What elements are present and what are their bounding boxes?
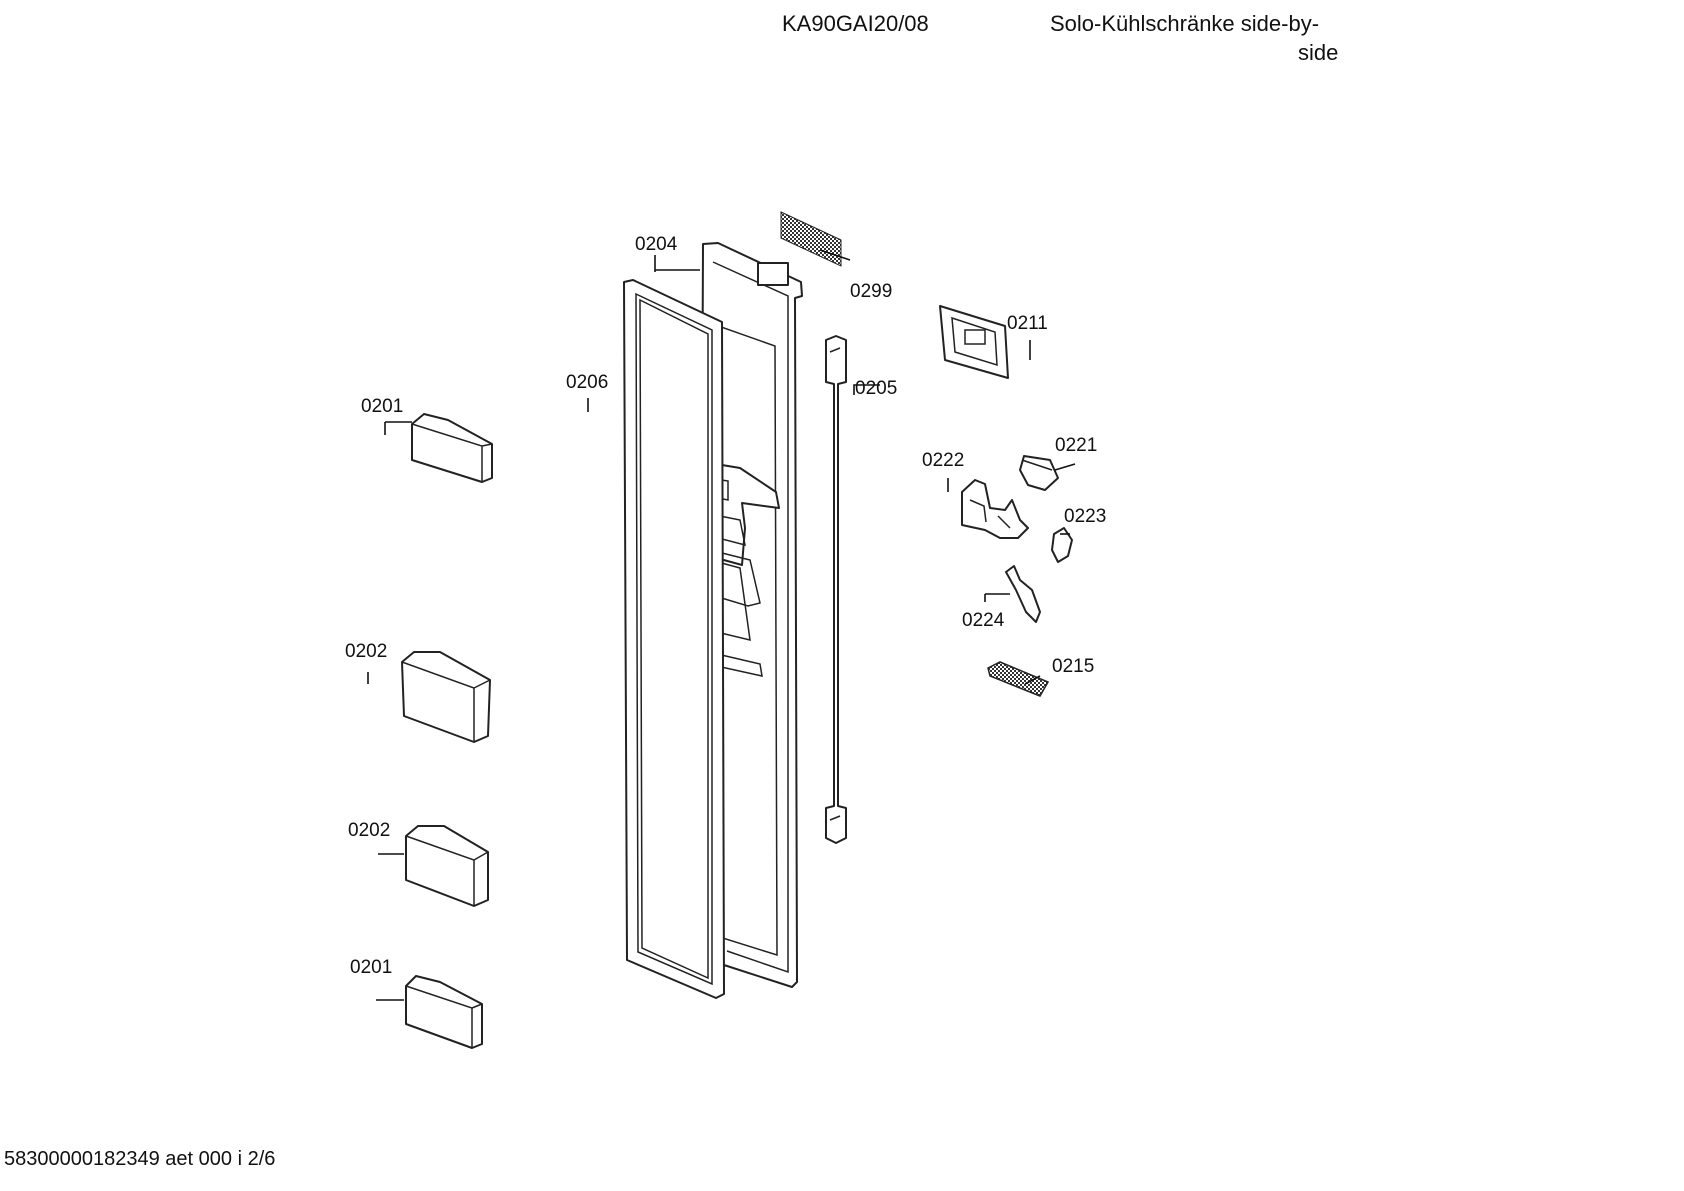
label-0206: 0206: [566, 372, 608, 393]
door-handle: [825, 335, 847, 844]
label-0299: 0299: [850, 281, 892, 302]
label-0201-top: 0201: [361, 396, 403, 417]
door-bin-0202-lower: [405, 825, 489, 907]
label-0205: 0205: [855, 378, 897, 399]
door-bin-0201-bottom: [405, 975, 483, 1049]
appliance-title-continued: side: [1298, 40, 1339, 65]
document-id: 58300000182349 aet 000 i 2/6: [4, 1148, 276, 1170]
label-0202-lower: 0202: [348, 820, 390, 841]
label-0223: 0223: [1064, 506, 1106, 527]
actuator-part: [1051, 527, 1073, 563]
label-0222: 0222: [922, 450, 964, 471]
dispenser-lever: [1005, 565, 1041, 623]
model-number: KA90GAI20/08: [782, 11, 929, 36]
label-0211: 0211: [1007, 313, 1048, 334]
label-0215: 0215: [1052, 656, 1094, 677]
display-module: [939, 305, 1009, 379]
appliance-title: Solo-Kühlschränke side-by-: [1050, 11, 1320, 36]
door-bin-0202-upper: [401, 651, 491, 743]
label-0224: 0224: [962, 610, 1005, 631]
dispenser-flap: [1019, 455, 1059, 491]
label-0202-upper: 0202: [345, 641, 387, 662]
door-bin-0201-top: [411, 413, 493, 483]
dispenser-housing: [961, 479, 1029, 539]
label-0221: 0221: [1055, 435, 1097, 456]
drip-grille: [987, 661, 1050, 697]
door-gasket: [623, 279, 725, 999]
filter-mesh: [780, 211, 842, 267]
label-0201-bottom: 0201: [350, 957, 392, 978]
label-0204: 0204: [635, 234, 678, 255]
leader-lines: [367, 249, 1076, 1001]
